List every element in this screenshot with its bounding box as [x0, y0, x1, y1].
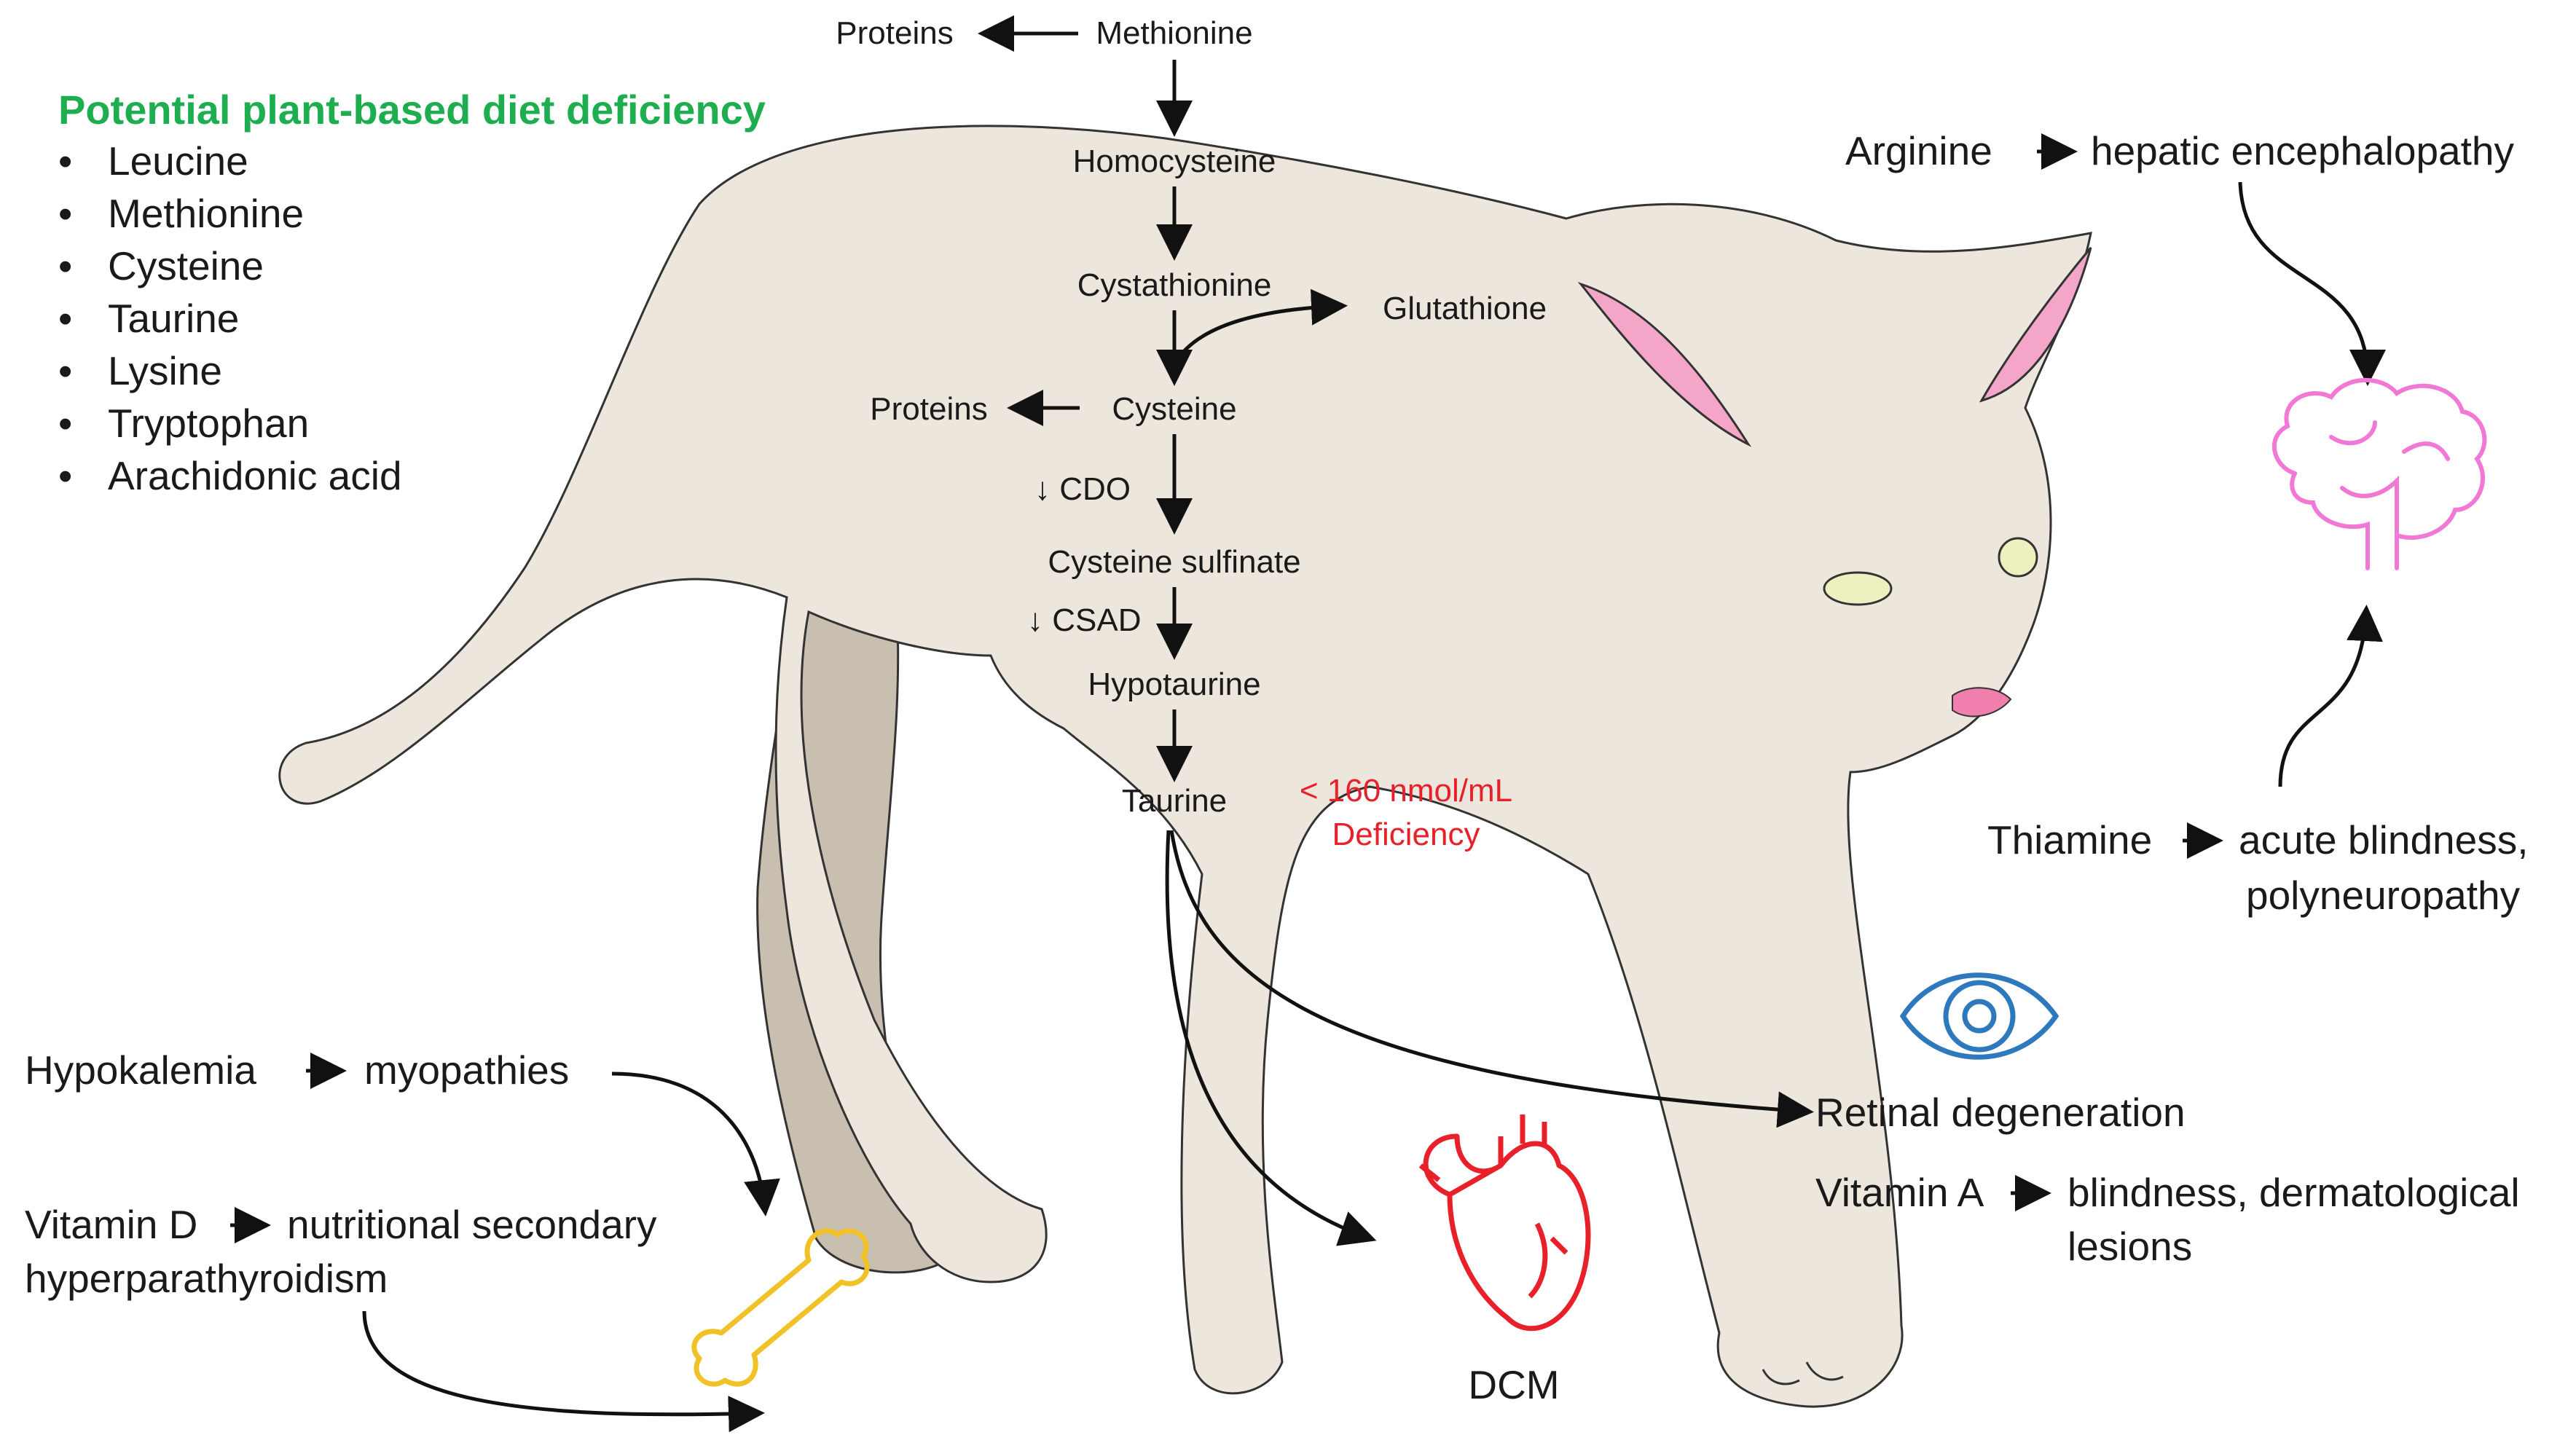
node-cystathionine: Cystathionine	[1077, 267, 1272, 303]
node-hypotaurine: Hypotaurine	[1088, 666, 1260, 702]
deficiency-item: Methionine	[108, 191, 304, 236]
polyneuropathy-label: polyneuropathy	[2246, 873, 2521, 918]
arrow-vitamin-d-bone	[362, 1310, 765, 1433]
deficiency-bullet: •	[58, 453, 72, 498]
deficiency-item: Leucine	[108, 138, 248, 184]
eye-icon	[1899, 972, 2059, 1060]
deficiency-bullet: •	[58, 348, 72, 393]
dcm-label: DCM	[1468, 1362, 1559, 1407]
node-taurine: Taurine	[1122, 783, 1227, 819]
arrow-taurine-retina	[1169, 830, 1814, 1128]
node-glutathione: Glutathione	[1383, 291, 1547, 326]
arrow-thiamine-brain	[2278, 605, 2383, 787]
vitamin-d-label: Vitamin D	[25, 1202, 197, 1247]
cat-back-leg-shadow	[756, 551, 949, 1274]
hepatic-encephalopathy-label: hepatic encephalopathy	[2091, 128, 2515, 173]
retinal-degeneration-label: Retinal degeneration	[1815, 1090, 2186, 1135]
acute-blindness-label: acute blindness,	[2239, 817, 2529, 862]
node-methionine: Methionine	[1096, 15, 1252, 51]
sulfur-pathway: Methionine Proteins Homocysteine Cystath…	[836, 15, 1814, 1246]
arrow-to-glutathione	[1172, 288, 1348, 366]
vitamin-d-outcome-line2: hyperparathyroidism	[25, 1256, 388, 1301]
deficiency-bullet: •	[58, 138, 72, 184]
cat-right-ear	[1979, 247, 2092, 403]
deficiency-bullet: •	[58, 296, 72, 341]
brain-icon	[2272, 377, 2487, 570]
myopathies-label: myopathies	[364, 1047, 569, 1093]
deficiency-bullet: •	[58, 243, 72, 288]
vitamin-a-label: Vitamin A	[1815, 1170, 1984, 1215]
vitamin-a-outcome-line1: blindness, dermatological	[2068, 1170, 2520, 1215]
enzyme-csad: ↓ CSAD	[1027, 602, 1141, 638]
deficiency-item: Lysine	[108, 348, 222, 393]
node-cysteine-sulfinate: Cysteine sulfinate	[1048, 544, 1300, 580]
cat-left-ear	[1577, 281, 1752, 447]
deficiency-bullet: •	[58, 401, 72, 446]
deficiency-item: Tryptophan	[108, 401, 309, 446]
cat-nose	[1952, 687, 2012, 717]
deficiency-title: Potential plant-based diet deficiency	[58, 87, 766, 133]
deficiency-item: Arachidonic acid	[108, 453, 402, 498]
heart-icon	[1418, 1114, 1591, 1332]
deficiency-bullet: •	[58, 191, 72, 236]
cat-right-eye	[1998, 537, 2038, 578]
arginine-label: Arginine	[1845, 128, 1992, 173]
thiamine-label: Thiamine	[1987, 817, 2152, 862]
arrow-hepatic-brain	[2238, 181, 2386, 386]
deficiency-item: Cysteine	[108, 243, 264, 288]
node-proteins-top: Proteins	[836, 15, 953, 51]
node-cysteine: Cysteine	[1112, 391, 1236, 427]
arrow-taurine-heart	[1165, 830, 1377, 1246]
vitamin-d-outcome-line1: nutritional secondary	[287, 1202, 657, 1247]
arrow-myopathies-bone	[611, 1071, 780, 1216]
hypokalemia-label: Hypokalemia	[25, 1047, 256, 1093]
cat-paw-detail	[1762, 1361, 1844, 1385]
deficiency-item: Taurine	[108, 296, 239, 341]
bone-icon	[691, 1228, 870, 1387]
node-homocysteine: Homocysteine	[1073, 143, 1276, 179]
taurine-deficiency-label: Deficiency	[1332, 817, 1480, 852]
vitamin-a-outcome-line2: lesions	[2068, 1224, 2192, 1269]
deficiency-list: • Leucine • Methionine • Cysteine • Taur…	[58, 138, 402, 498]
node-proteins-mid: Proteins	[870, 391, 987, 427]
taurine-threshold: < 160 nmol/mL	[1300, 773, 1512, 809]
enzyme-cdo: ↓ CDO	[1034, 471, 1131, 507]
cat-left-eye	[1823, 571, 1893, 606]
